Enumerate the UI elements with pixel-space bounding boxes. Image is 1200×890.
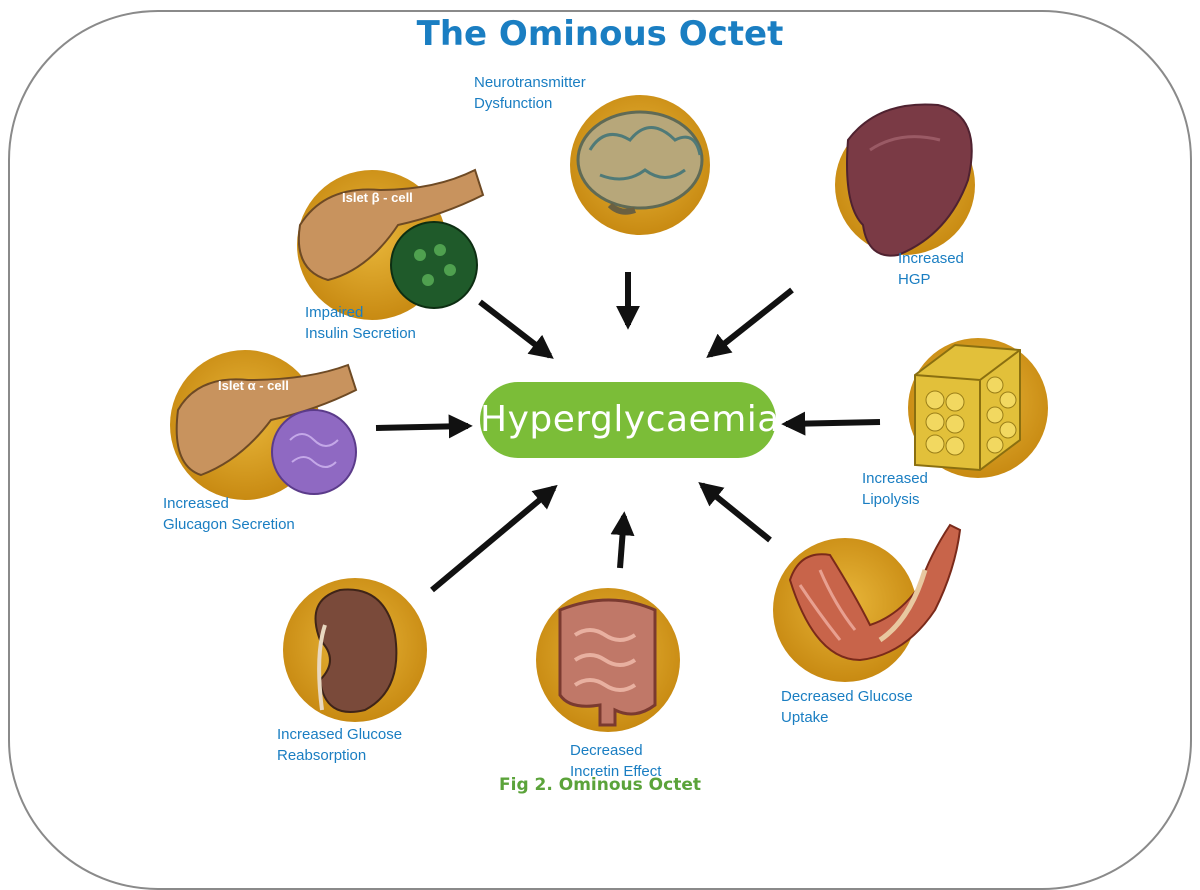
islet-alpha-cell-tag: Islet α - cell (218, 378, 289, 393)
arrow-insulin (480, 302, 550, 356)
islet-beta-cell-tag: Islet β - cell (342, 190, 413, 205)
intestine-icon (560, 600, 655, 725)
arrow-reabsorption (432, 488, 554, 590)
fat-cells-icon (915, 345, 1020, 470)
kidney-icon (316, 590, 397, 712)
arrow-incretin (620, 516, 624, 568)
arrow-glucagon (376, 426, 468, 428)
hyperglycaemia-node: Hyperglycaemia (480, 382, 776, 458)
figure-caption: Fig 2. Ominous Octet (0, 775, 1200, 795)
arrow-lipolysis (786, 422, 880, 424)
arrow-hgp (710, 290, 792, 355)
arrow-glucose-uptake (702, 485, 770, 540)
